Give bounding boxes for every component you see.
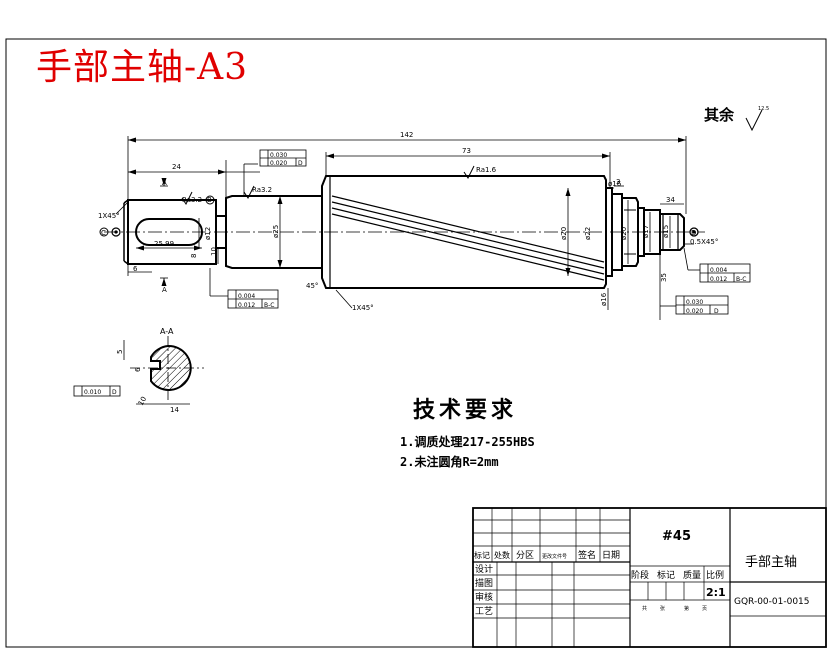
tb-role-0: 设计	[475, 563, 493, 575]
dim-6: 6	[133, 265, 138, 273]
ra32-b: Ra3.2	[252, 186, 272, 194]
section-dim-5: 5	[116, 350, 124, 354]
dim-8: 8	[190, 254, 198, 258]
chamfer-right: 0.5X45°	[690, 238, 718, 246]
dimension-arrows	[128, 137, 686, 286]
title-block-grid	[472, 507, 827, 648]
dim-dia-17: ø17	[642, 225, 650, 238]
dim-dia-20b: ø20	[620, 227, 628, 240]
fcf3-val2: 0.012	[710, 276, 727, 283]
fcf4-ref: D	[714, 308, 719, 315]
fcf2-ref: B-C	[264, 302, 274, 309]
technical-requirements-heading: 技术要求	[413, 397, 518, 423]
tb-header-2: 分区	[516, 550, 534, 561]
ra32-a: Ra3.2	[182, 196, 202, 204]
technical-requirement-item: 2.未注圆角R=2mm	[400, 455, 499, 469]
fcf3-ref: B-C	[736, 276, 746, 283]
fcf1-ref: D	[298, 160, 303, 167]
dim-73: 73	[462, 147, 471, 155]
datum-c: C	[101, 229, 106, 237]
fcf3-val1: 0.004	[710, 267, 727, 274]
tb-header-0: 标记	[474, 550, 490, 560]
tolerance-texts: 0.030 0.020 D 0.004 0.012 B-C 0.004 0.01…	[84, 152, 746, 396]
dim-6b: ø16	[608, 180, 622, 188]
fcf4-val1: 0.030	[686, 299, 703, 306]
tb-header-4: 签名	[578, 549, 596, 561]
chamfer-mid: 1X45°	[352, 304, 374, 312]
technical-requirement-item: 1.调质处理217-255HBS	[400, 435, 535, 449]
dim-keyway-width: 25.99	[154, 240, 174, 248]
keyway-slot	[135, 218, 203, 246]
surface-finish-rest: 其余	[704, 106, 735, 124]
section-a-a	[123, 336, 204, 405]
tb-stage-0: 阶段	[631, 569, 649, 581]
tb-sheet-2: 第	[684, 605, 689, 612]
center-hole-left	[111, 227, 121, 237]
dimension-lines	[115, 136, 700, 320]
dim-dia-16: ø16	[600, 292, 608, 306]
fcf2-val2: 0.012	[238, 302, 255, 309]
feature-control-frames	[73, 149, 751, 397]
tb-scale: 2:1	[706, 586, 726, 599]
tb-header-1: 处数	[494, 550, 510, 560]
tb-stage-1: 标记	[657, 569, 675, 581]
surface-finish-rest-value: 12.5	[758, 106, 769, 112]
title-block-text: 标记 处数 分区 更改文件号 签名 日期 设计 描图 审核 工艺 阶段 标记 质…	[474, 529, 810, 617]
dim-34: 34	[666, 196, 675, 204]
datum-d: D	[691, 229, 696, 237]
chamfer-left: 1X45°	[98, 212, 120, 220]
fcf4-val2: 0.020	[686, 308, 703, 315]
tb-sheet-3: 页	[702, 606, 707, 612]
dim-10: 10	[210, 247, 218, 256]
section-dim-10: 10	[137, 395, 148, 407]
dim-35: 35	[660, 273, 668, 282]
section-label: A-A	[160, 327, 174, 336]
tb-role-2: 审核	[475, 591, 493, 603]
surface-finish-symbols	[181, 109, 763, 205]
tb-header-3: 更改文件号	[542, 553, 567, 560]
dim-24: 24	[172, 163, 181, 171]
dim-3: 3	[616, 178, 620, 186]
tb-drawing-number: GQR-00-01-0015	[734, 597, 810, 607]
angle-45: 45°	[306, 282, 318, 290]
tb-stage-2: 质量	[683, 569, 701, 581]
tb-sheet-1: 张	[660, 605, 665, 612]
datum-markers	[99, 195, 699, 237]
fcf2-val1: 0.004	[238, 293, 255, 300]
tb-material: #45	[662, 529, 691, 544]
tb-sheet-0: 共	[642, 605, 647, 612]
dim-overall-length: 142	[400, 131, 413, 139]
section-dim-6: 6	[134, 367, 142, 372]
sheet-border	[5, 38, 827, 648]
fcf1-val1: 0.030	[270, 152, 287, 159]
section-mark-top: A	[162, 179, 167, 187]
fcf5-val: 0.010	[84, 389, 101, 396]
dim-dia-12: ø12	[204, 227, 212, 240]
tb-header-5: 日期	[602, 550, 620, 561]
dim-dia-25: ø25	[272, 225, 280, 238]
tb-role-3: 工艺	[475, 606, 493, 617]
fcf1-val2: 0.020	[270, 160, 287, 167]
datum-b: B	[207, 196, 212, 204]
tb-role-1: 描图	[475, 577, 493, 589]
fcf5-ref: D	[112, 389, 117, 396]
section-mark-bottom: A	[162, 286, 167, 294]
tb-stage-3: 比例	[706, 569, 724, 581]
dim-dia-15: ø15	[662, 225, 670, 238]
dimension-texts: 142 73 24 6 34 25.99 ø16 ø20 ø22 ø25 ø20…	[98, 106, 769, 414]
ra16: Ra1.6	[476, 166, 497, 174]
dim-dia-22: ø22	[584, 227, 592, 240]
dim-dia-20: ø20	[560, 227, 568, 240]
helical-groove	[331, 195, 605, 281]
drawing-title: 手部主轴-A3	[36, 47, 249, 88]
tb-part-name: 手部主轴	[745, 555, 797, 570]
section-dim-14: 14	[170, 406, 179, 414]
